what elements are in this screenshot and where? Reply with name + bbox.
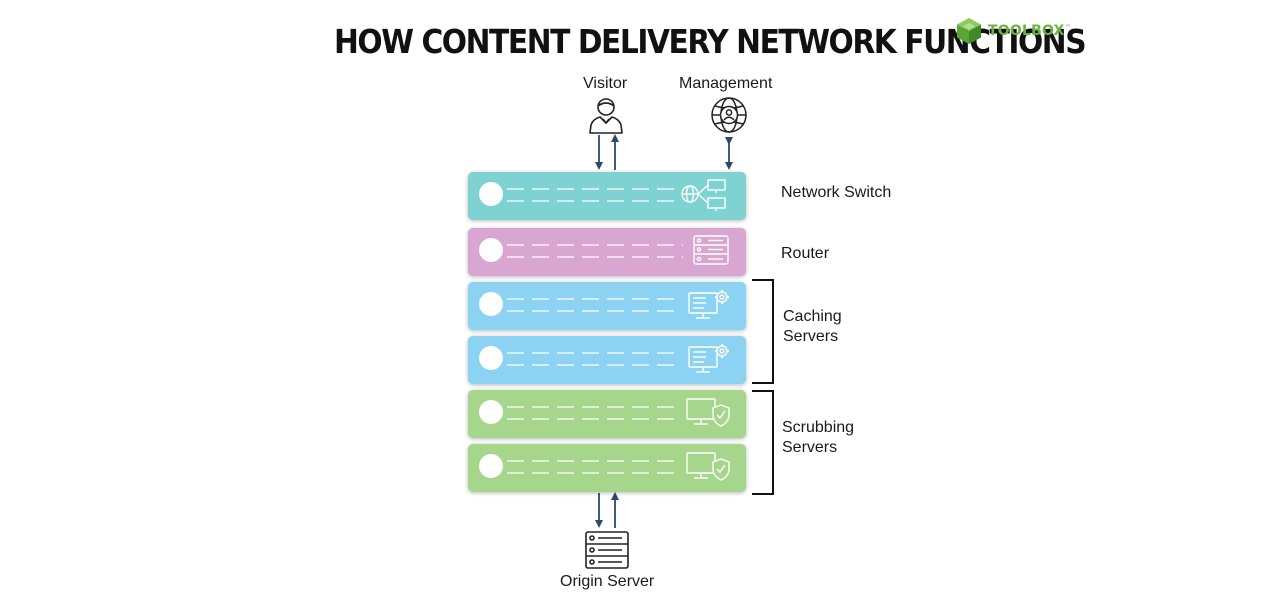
scrubbing-servers-label-line1: Scrubbing bbox=[782, 419, 855, 436]
scrubbing-server-unit-2 bbox=[468, 444, 746, 492]
monitor-gear-icon bbox=[688, 290, 729, 319]
monitor-shield-icon bbox=[686, 398, 730, 427]
page-title: HOW CONTENT DELIVERY NETWORK FUNCTIONS bbox=[334, 22, 1087, 61]
caching-server-unit-1 bbox=[468, 282, 746, 330]
scrubbing-bracket bbox=[752, 390, 774, 495]
network-switch-unit bbox=[468, 172, 746, 220]
monitor-shield-icon bbox=[686, 452, 730, 481]
origin-server-label: Origin Server bbox=[560, 573, 655, 590]
cube-logo-icon bbox=[957, 18, 981, 44]
management-label: Management bbox=[679, 75, 773, 92]
monitor-gear-icon bbox=[688, 344, 729, 373]
scrubbing-server-unit-1 bbox=[468, 390, 746, 438]
server-rack-icon bbox=[585, 531, 629, 569]
router-label: Router bbox=[781, 245, 830, 262]
scrubbing-servers-label-line2: Servers bbox=[782, 439, 838, 456]
router-unit bbox=[468, 228, 746, 276]
toolbox-logo: TOOLBOX™ bbox=[956, 15, 1072, 47]
gear-globe-icon bbox=[711, 97, 747, 133]
caching-servers-label-line1: Caching bbox=[783, 308, 842, 325]
visitor-label: Visitor bbox=[583, 75, 628, 92]
person-icon bbox=[589, 98, 623, 134]
caching-bracket bbox=[752, 279, 774, 384]
brand-name: TOOLBOX™ bbox=[988, 23, 1072, 39]
caching-servers-label-line2: Servers bbox=[783, 328, 839, 345]
network-switch-icon bbox=[681, 179, 726, 211]
caching-server-unit-2 bbox=[468, 336, 746, 384]
network-switch-label: Network Switch bbox=[781, 184, 892, 201]
router-icon bbox=[693, 235, 729, 265]
